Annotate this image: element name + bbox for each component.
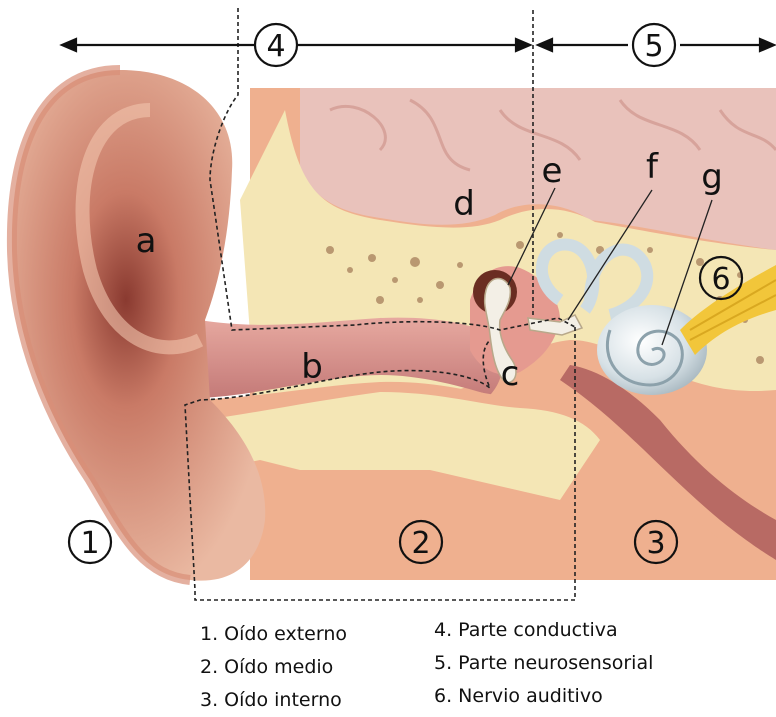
legend-item-1: 1. Oído externo	[200, 618, 347, 651]
letter-b: b	[301, 347, 323, 387]
letter-a: a	[136, 221, 157, 261]
letter-f: f	[646, 147, 659, 187]
letter-g: g	[701, 157, 723, 197]
arrowhead-conductive-end	[516, 39, 530, 51]
number-3: 3	[646, 526, 665, 561]
letter-e: e	[542, 151, 563, 191]
number-5: 5	[644, 29, 663, 64]
number-2: 2	[411, 526, 430, 561]
legend-item-2: 2. Oído medio	[200, 651, 347, 684]
legend-left: 1. Oído externo 2. Oído medio 3. Oído in…	[200, 618, 347, 717]
legend-item-5: 5. Parte neurosensorial	[434, 647, 653, 680]
letter-d: d	[453, 184, 475, 224]
number-4: 4	[266, 29, 285, 64]
arrowhead-right	[760, 39, 774, 51]
arrowhead-left	[62, 39, 76, 51]
legend-right: 4. Parte conductiva 5. Parte neurosensor…	[434, 614, 653, 713]
number-6: 6	[711, 262, 730, 297]
legend-item-6: 6. Nervio auditivo	[434, 680, 653, 713]
letter-c: c	[501, 354, 520, 394]
legend-item-4: 4. Parte conductiva	[434, 614, 653, 647]
number-1: 1	[80, 526, 99, 561]
arrowhead-neuro-start	[538, 39, 552, 51]
legend-item-3: 3. Oído interno	[200, 684, 347, 717]
arrows	[62, 39, 774, 51]
